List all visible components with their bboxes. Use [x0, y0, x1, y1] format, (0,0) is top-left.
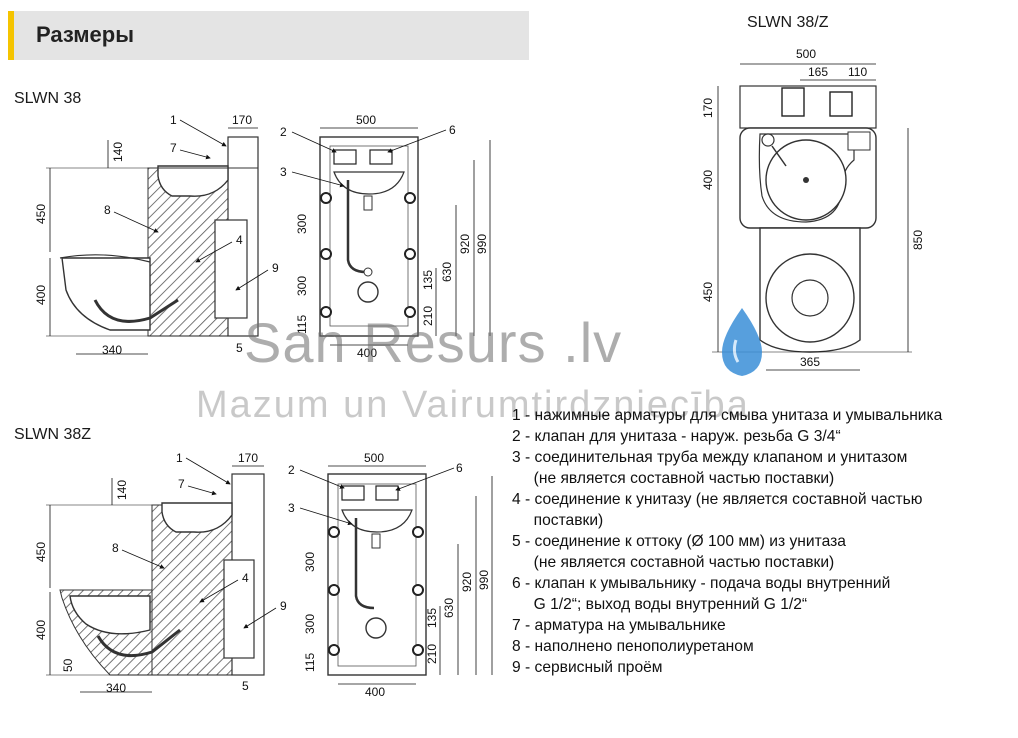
- dim-400: 400: [357, 346, 377, 360]
- dim-400: 400: [365, 685, 385, 699]
- dim-400: 400: [34, 620, 48, 640]
- legend-item: 1 - нажимные арматуры для смыва унитаза …: [512, 407, 943, 424]
- dim-990: 990: [475, 234, 489, 254]
- legend-item: 4 - соединение к унитазу (не является со…: [512, 491, 923, 508]
- legend-item: 5 - соединение к оттоку (Ø 100 мм) из ун…: [512, 533, 846, 550]
- dim-210: 210: [421, 306, 435, 326]
- legend-item: (не является составной частью поставки): [512, 554, 835, 571]
- dim-300: 300: [303, 614, 317, 634]
- dim-920: 920: [460, 572, 474, 592]
- dim-400: 400: [701, 170, 715, 190]
- dim-170: 170: [238, 451, 258, 465]
- dim-630: 630: [442, 598, 456, 618]
- callout-6: 6: [449, 123, 456, 137]
- dim-365: 365: [800, 355, 820, 369]
- dim-50: 50: [61, 658, 75, 672]
- slwn38-front-view: 500 400 990 920 630 135 210 300 300 115 …: [280, 113, 491, 360]
- dim-170: 170: [232, 113, 252, 127]
- callout-1: 1: [170, 113, 177, 127]
- dim-135: 135: [425, 608, 439, 628]
- callout-8: 8: [104, 203, 111, 217]
- dim-170: 170: [701, 98, 715, 118]
- legend-item: поставки): [512, 512, 604, 529]
- dim-500: 500: [364, 451, 384, 465]
- slwn38-side-view: 450 400 140 170 340 1 7 8 4 9 5: [34, 113, 279, 357]
- water-drop-icon: [722, 308, 762, 376]
- dim-140: 140: [115, 480, 129, 500]
- dim-990: 990: [477, 570, 491, 590]
- legend-item: (не является составной частью поставки): [512, 470, 835, 487]
- legend-item: 3 - соединительная труба между клапаном …: [512, 449, 908, 466]
- dim-135: 135: [421, 270, 435, 290]
- model-label-slwn38: SLWN 38: [14, 90, 82, 107]
- callout-3: 3: [280, 165, 287, 179]
- dim-140: 140: [111, 142, 125, 162]
- dim-110: 110: [848, 65, 867, 79]
- dim-450: 450: [701, 282, 715, 302]
- callout-4: 4: [236, 233, 243, 247]
- dim-850: 850: [911, 230, 925, 250]
- dim-920: 920: [458, 234, 472, 254]
- callout-7: 7: [178, 477, 185, 491]
- slwn38z-side-view: 450 400 50 140 170 340 1 7 8 4 9 5: [34, 451, 287, 695]
- callout-2: 2: [288, 463, 295, 477]
- legend-item: 7 - арматура на умывальнике: [512, 617, 726, 634]
- callout-1: 1: [176, 451, 183, 465]
- legend-item: 6 - клапан к умывальнику - подача воды в…: [512, 575, 891, 592]
- callout-5: 5: [236, 341, 243, 355]
- dim-500: 500: [796, 47, 816, 61]
- dim-115: 115: [295, 315, 309, 334]
- callout-7: 7: [170, 141, 177, 155]
- dim-340: 340: [102, 343, 122, 357]
- model-label-slwn38z: SLWN 38Z: [14, 426, 92, 443]
- header-accent: [8, 11, 14, 60]
- dim-210: 210: [425, 644, 439, 664]
- dim-630: 630: [440, 262, 454, 282]
- dim-115: 115: [303, 653, 317, 672]
- watermark-main: San Resurs .lv: [244, 311, 623, 374]
- callout-6: 6: [456, 461, 463, 475]
- legend-item: 2 - клапан для унитаза - наруж. резьба G…: [512, 428, 841, 445]
- model-label-slwn38-z: SLWN 38/Z: [747, 14, 829, 31]
- callout-5: 5: [242, 679, 249, 693]
- callout-4: 4: [242, 571, 249, 585]
- watermark-sub: Mazum un Vairumtirdzniecība: [196, 384, 750, 426]
- dim-450: 450: [34, 204, 48, 224]
- page-title: Размеры: [36, 22, 135, 47]
- dim-400: 400: [34, 285, 48, 305]
- legend: 1 - нажимные арматуры для смыва унитаза …: [512, 405, 1012, 678]
- callout-2: 2: [280, 125, 287, 139]
- legend-item: G 1/2“; выход воды внутренний G 1/2“: [512, 596, 808, 613]
- dim-340: 340: [106, 681, 126, 695]
- dim-300: 300: [303, 552, 317, 572]
- section-header: Размеры: [8, 11, 529, 60]
- dim-300: 300: [295, 214, 309, 234]
- dim-450: 450: [34, 542, 48, 562]
- callout-9: 9: [272, 261, 279, 275]
- callout-8: 8: [112, 541, 119, 555]
- callout-9: 9: [280, 599, 287, 613]
- slwn38-z-top-view: 500 165 110 170 400 450 850 365: [701, 47, 925, 371]
- legend-item: 8 - наполнено пенополиуретаном: [512, 638, 754, 655]
- slwn38z-front-view: 500 400 990 920 630 135 210 300 300 115 …: [288, 451, 493, 699]
- dim-500: 500: [356, 113, 376, 127]
- legend-item: 9 - сервисный проём: [512, 659, 663, 676]
- callout-3: 3: [288, 501, 295, 515]
- dim-165: 165: [808, 65, 828, 79]
- dim-300: 300: [295, 276, 309, 296]
